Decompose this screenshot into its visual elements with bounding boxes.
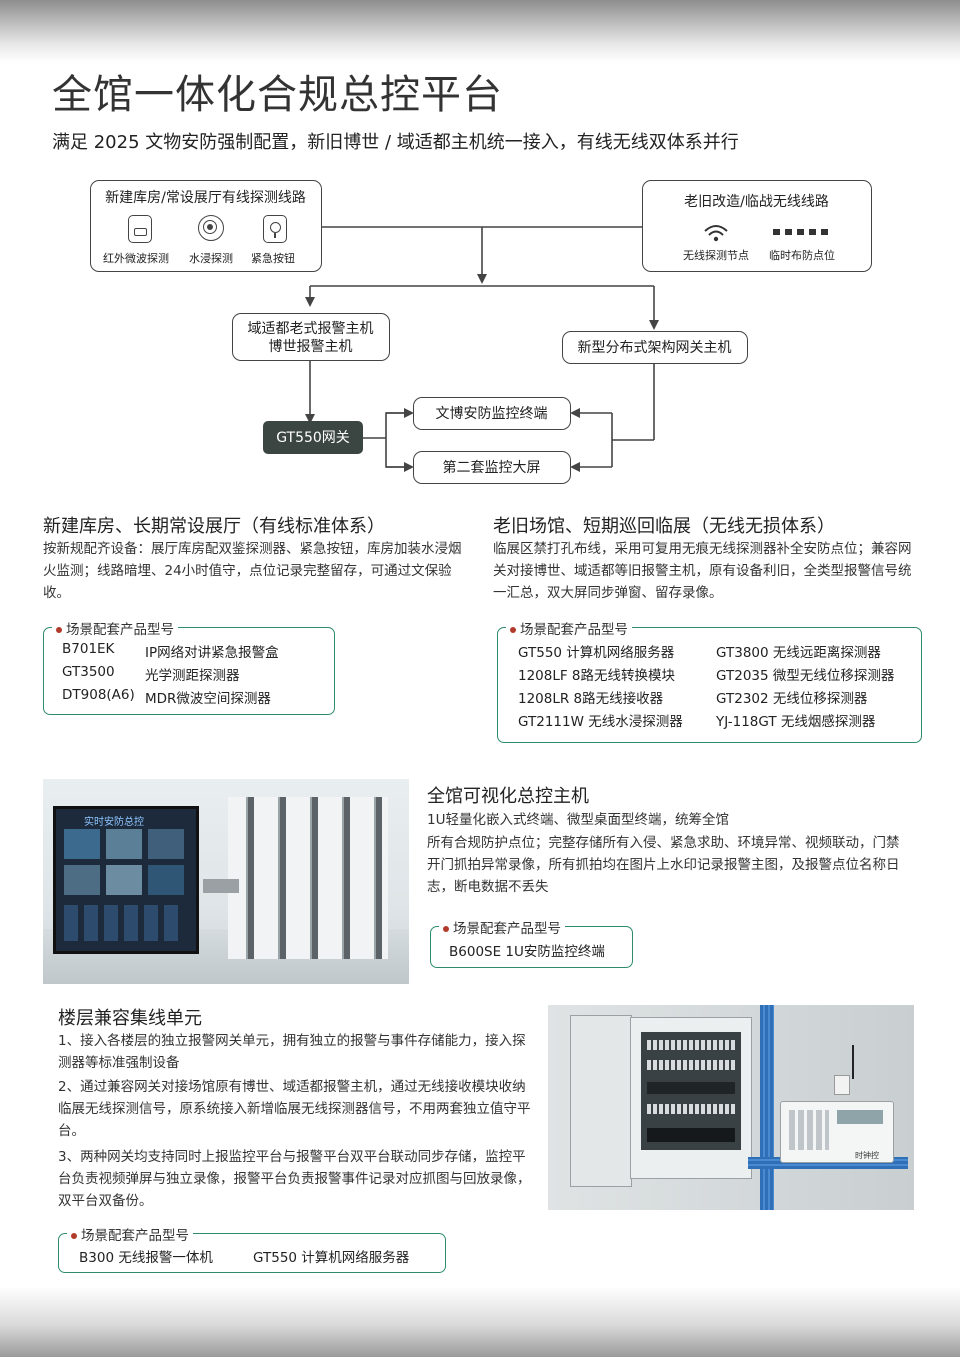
screen-label: 第二套监控大屏 <box>442 460 541 476</box>
wired-box-title: 新建库房/常设展厅有线探测线路 <box>105 190 306 206</box>
product-desc: 光学测距探测器 <box>145 668 240 684</box>
wireless-line-box: 老旧改造/临战无线线路 无线探测节点 临时布防点位 <box>642 180 872 272</box>
product-item: GT2111W 无线水浸探测器 <box>518 714 683 730</box>
infrared-sensor-icon <box>128 215 152 243</box>
server-racks <box>228 797 388 959</box>
wired-section-heading: 新建库房、长期常设展厅（有线标准体系） <box>43 516 385 537</box>
wireless-section-heading: 老旧场馆、短期巡回临展（无线无损体系） <box>493 516 835 537</box>
host-products-box: 场景配套产品型号 B600SE 1U安防监控终端 <box>430 917 633 968</box>
product-desc: MDR微波空间探测器 <box>145 691 271 707</box>
page-title: 全馆一体化合规总控平台 <box>52 72 503 118</box>
floor-section-text3: 3、两种网关均支持同时上报监控平台与报警平台双平台联动同步存储，监控平台负责视频… <box>58 1149 531 1209</box>
dotted-points-icon <box>773 229 833 235</box>
product-item: GT550 计算机网络服务器 <box>518 645 675 661</box>
cabinet-photo: 时钟控 <box>548 1005 914 1210</box>
product-model: B701EK <box>62 641 115 657</box>
gateway-label: GT550网关 <box>276 430 350 446</box>
new-host-label: 新型分布式架构网关主机 <box>577 340 732 356</box>
wireless-box-title: 老旧改造/临战无线线路 <box>684 194 829 210</box>
wired-products-box: 场景配套产品型号 B701EK IP网络对讲紧急报警盒 GT3500 光学测距探… <box>43 618 335 715</box>
product-item: GT2035 微型无线位移探测器 <box>716 668 895 684</box>
legacy-host-line2: 博世报警主机 <box>268 339 353 355</box>
legacy-host-box: 域适都老式报警主机 博世报警主机 <box>232 313 390 361</box>
bottom-gradient-band <box>0 1287 960 1357</box>
gt550-gateway-box: GT550网关 <box>263 421 363 454</box>
floor-section-text2: 2、通过兼容网关对接场馆原有博世、域适都报警主机，通过无线接收模块收纳临展无线探… <box>58 1079 531 1139</box>
product-item: B600SE 1U安防监控终端 <box>449 944 605 960</box>
wired-item-water: 水浸探测 <box>189 252 233 265</box>
wifi-icon <box>704 225 728 242</box>
floor-section-text1: 1、接入各楼层的独立报警网关单元，拥有独立的报警与事件存储能力，接入探测器等标准… <box>58 1033 526 1071</box>
product-item: GT3800 无线远距离探测器 <box>716 645 881 661</box>
product-item: YJ-118GT 无线烟感探测器 <box>716 714 876 730</box>
new-host-box: 新型分布式架构网关主机 <box>562 331 748 364</box>
product-item: GT2302 无线位移探测器 <box>716 691 868 707</box>
product-item: 1208LR 8路无线接收器 <box>518 691 664 707</box>
alarm-panel-label: 时钟控 <box>855 1151 879 1160</box>
host-section-line1: 1U轻量化嵌入式终端、微型桌面型终端，统筹全馆 <box>427 812 729 828</box>
product-desc: IP网络对讲紧急报警盒 <box>145 645 279 661</box>
host-products-title: 场景配套产品型号 <box>439 917 565 937</box>
floor-section-heading: 楼层兼容集线单元 <box>58 1008 202 1029</box>
page-subtitle: 满足 2025 文物安防强制配置，新旧博世 / 域适都主机统一接入，有线无线双体… <box>52 132 739 153</box>
video-wall-title: 实时安防总控 <box>84 817 144 828</box>
legacy-host-line1: 域适都老式报警主机 <box>247 321 374 337</box>
water-sensor-icon <box>198 215 224 241</box>
diagram-connectors <box>305 226 659 472</box>
wireless-products-title: 场景配套产品型号 <box>506 618 632 638</box>
video-wall: 实时安防总控 <box>53 806 199 954</box>
product-model: GT3500 <box>62 664 115 680</box>
wireless-section-text: 临展区禁打孔布线，采用可复用无痕无线探测器补全安防点位；兼容网关对接博世、域适都… <box>493 541 912 601</box>
alarm-panel: 时钟控 <box>780 1101 894 1163</box>
monitoring-terminal-box: 文博安防监控终端 <box>413 397 571 430</box>
terminal-label: 文博安防监控终端 <box>435 406 548 422</box>
host-section-heading: 全馆可视化总控主机 <box>427 786 589 807</box>
floor-products-title: 场景配套产品型号 <box>67 1224 193 1244</box>
host-section-text: 所有合规防护点位；完整存储所有入侵、紧急求助、环境异常、视频联动，门禁开门抓拍异… <box>427 835 900 895</box>
product-item: 1208LF 8路无线转换模块 <box>518 668 676 684</box>
wireless-products-box: 场景配套产品型号 GT550 计算机网络服务器 1208LF 8路无线转换模块 … <box>497 618 922 743</box>
panic-button-icon <box>263 215 287 243</box>
server-room-photo: 实时安防总控 <box>43 779 409 984</box>
wired-item-infrared: 红外微波探测 <box>103 252 169 265</box>
wired-item-button: 紧急按钮 <box>251 252 295 265</box>
wired-line-box: 新建库房/常设展厅有线探测线路 红外微波探测 水浸探测 紧急按钮 <box>90 180 322 272</box>
product-item: GT550 计算机网络服务器 <box>253 1250 410 1266</box>
product-model: DT908(A6) <box>62 687 135 703</box>
wireless-item-node: 无线探测节点 <box>683 249 749 262</box>
top-gradient-band <box>0 0 960 62</box>
floor-products-box: 场景配套产品型号 B300 无线报警一体机 GT550 计算机网络服务器 <box>58 1224 446 1273</box>
wireless-item-point: 临时布防点位 <box>769 249 835 262</box>
second-screen-box: 第二套监控大屏 <box>413 451 571 484</box>
wired-section-text: 按新规配齐设备：展厅库房配双鉴探测器、紧急按钮，库房加装水浸烟火监测；线路暗埋、… <box>43 541 462 601</box>
product-item: B300 无线报警一体机 <box>79 1250 213 1266</box>
wired-products-title: 场景配套产品型号 <box>52 618 178 638</box>
